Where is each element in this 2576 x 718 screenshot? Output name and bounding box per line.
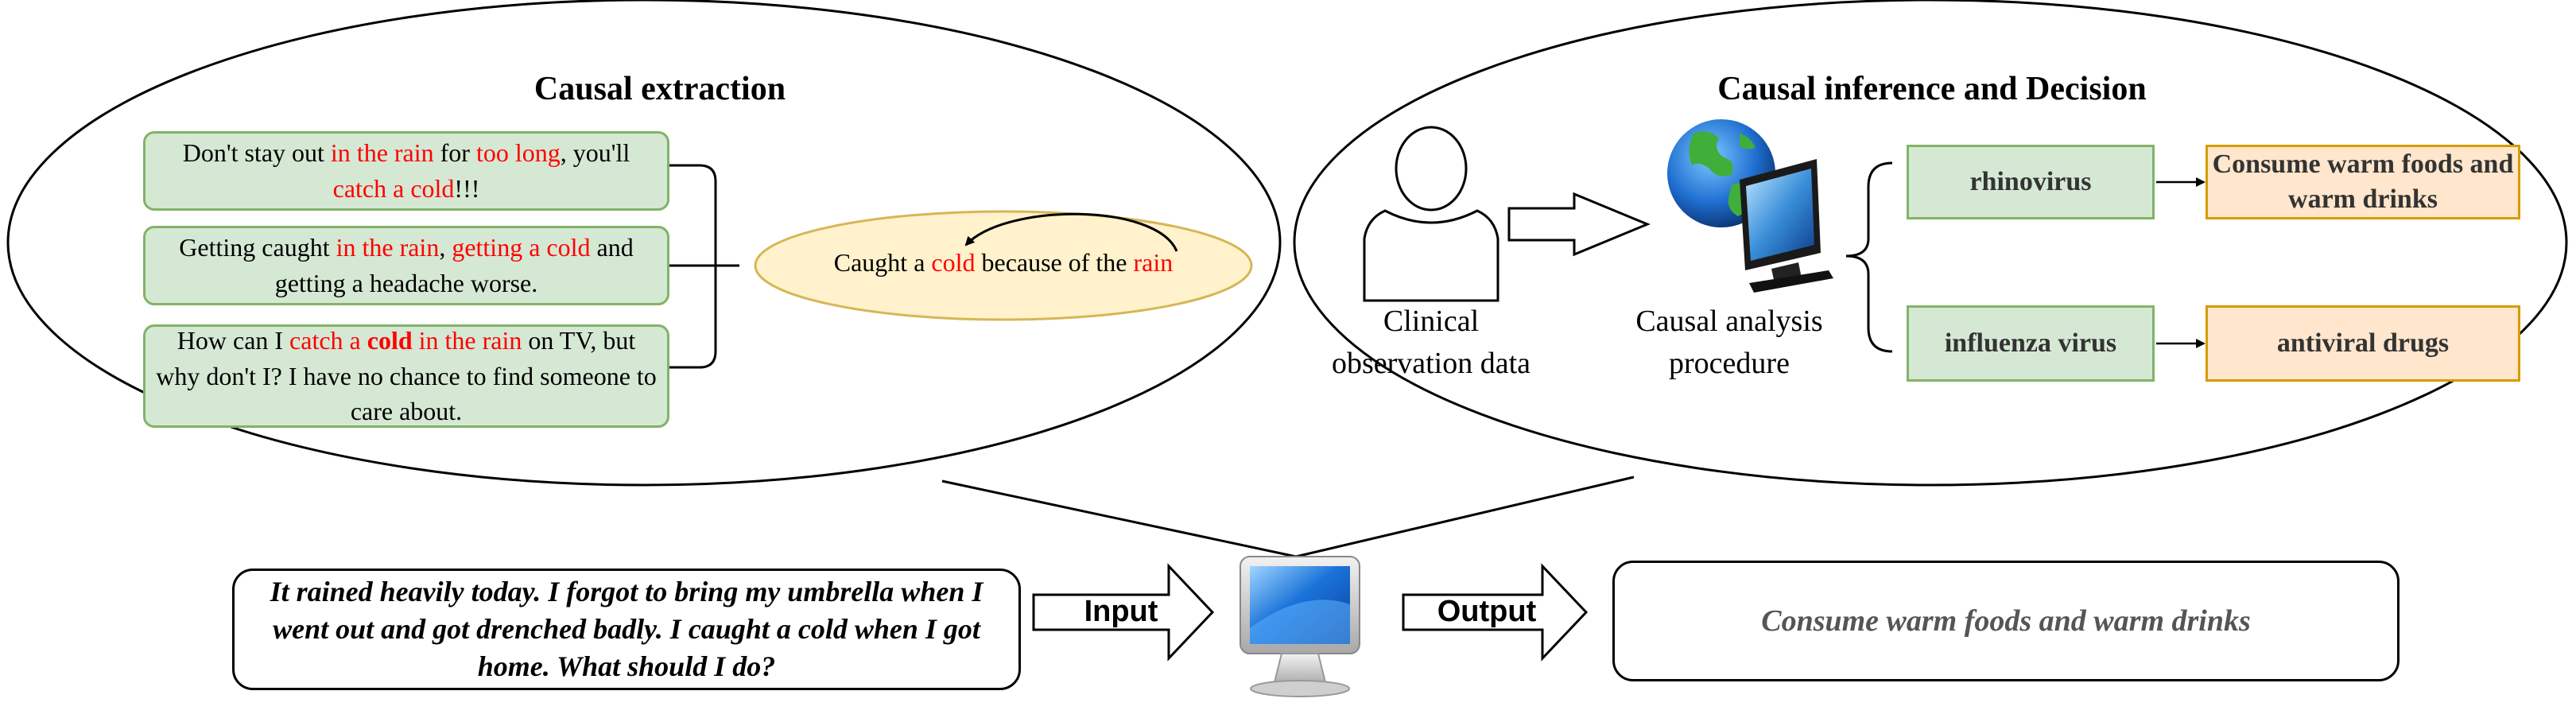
input-query-text: It rained heavily today. I forgot to bri… xyxy=(270,576,983,682)
sentence-box-3: How can I catch a cold in the rain on TV… xyxy=(143,324,669,428)
sentence-bracket xyxy=(669,164,739,369)
text-segment: on TV, but why don't I? I have no chance… xyxy=(156,325,657,426)
text-segment: catch a xyxy=(289,325,367,355)
right-panel-ellipse xyxy=(1293,0,2568,487)
observation-label: Clinical observation data xyxy=(1331,305,1531,381)
text-segment: cold xyxy=(367,325,413,355)
right-panel-title: Causal inference and Decision xyxy=(1717,71,2147,107)
text-segment: Getting caught xyxy=(179,233,336,262)
decision-antiviral: antiviral drugs xyxy=(2206,305,2520,382)
callout-line-right xyxy=(1295,475,1635,558)
sentence-3-text: How can I catch a cold in the rain on TV… xyxy=(153,323,659,429)
text-segment: too long xyxy=(475,138,561,168)
text-segment: !!! xyxy=(454,174,480,203)
cause-influenza: influenza virus xyxy=(1907,305,2155,382)
input-arrow xyxy=(1032,563,1215,662)
text-segment: cold xyxy=(931,248,976,277)
output-label: Output xyxy=(1437,595,1537,628)
text-segment: , xyxy=(439,233,452,262)
procedure-label: Causal analysis procedure xyxy=(1635,305,1823,381)
text-segment: in the rain xyxy=(330,138,434,168)
cause-brace xyxy=(1845,161,1893,353)
text-segment: getting a cold xyxy=(452,233,591,262)
text-segment: and getting a headache worse. xyxy=(274,233,634,297)
text-segment: Caught a xyxy=(833,248,932,277)
globe-computer-icon xyxy=(1667,119,1833,293)
computer-icon xyxy=(1240,556,1360,697)
input-label: Input xyxy=(1084,595,1158,628)
left-panel-title: Causal extraction xyxy=(533,71,786,107)
text-segment: How can I xyxy=(177,325,290,355)
left-panel-ellipse xyxy=(6,0,1282,487)
text-segment: Don't stay out xyxy=(182,138,331,168)
result-ellipse xyxy=(754,210,1253,321)
person-icon xyxy=(1363,126,1499,302)
text-segment: rain xyxy=(1133,248,1174,277)
input-query-box: It rained heavily today. I forgot to bri… xyxy=(232,569,1021,690)
callout-line-left xyxy=(941,479,1297,558)
extracted-cause-effect: Caught a cold because of the rain xyxy=(755,248,1251,277)
decision-warm-foods: Consume warm foods and warm drinks xyxy=(2206,145,2520,219)
output-answer-box: Consume warm foods and warm drinks xyxy=(1612,561,2399,681)
text-segment: because of the xyxy=(975,248,1134,277)
sentence-2-text: Getting caught in the rain, getting a co… xyxy=(153,230,659,301)
sentence-box-1: Don't stay out in the rain for too long,… xyxy=(143,131,669,211)
sentence-1-text: Don't stay out in the rain for too long,… xyxy=(153,135,659,207)
flow-arrow-right-panel xyxy=(1507,192,1651,257)
output-arrow xyxy=(1402,563,1589,662)
cause-rhinovirus: rhinovirus xyxy=(1907,145,2155,219)
sentence-box-2: Getting caught in the rain, getting a co… xyxy=(143,226,669,305)
causal-curve-arrow xyxy=(964,212,1178,252)
text-segment: in the rain xyxy=(336,233,440,262)
text-segment: , you'll xyxy=(560,138,630,168)
text-segment: catch a cold xyxy=(332,174,455,203)
output-answer-text: Consume warm foods and warm drinks xyxy=(1761,604,2251,638)
text-segment: for xyxy=(433,138,476,168)
text-segment: in the rain xyxy=(412,325,522,355)
